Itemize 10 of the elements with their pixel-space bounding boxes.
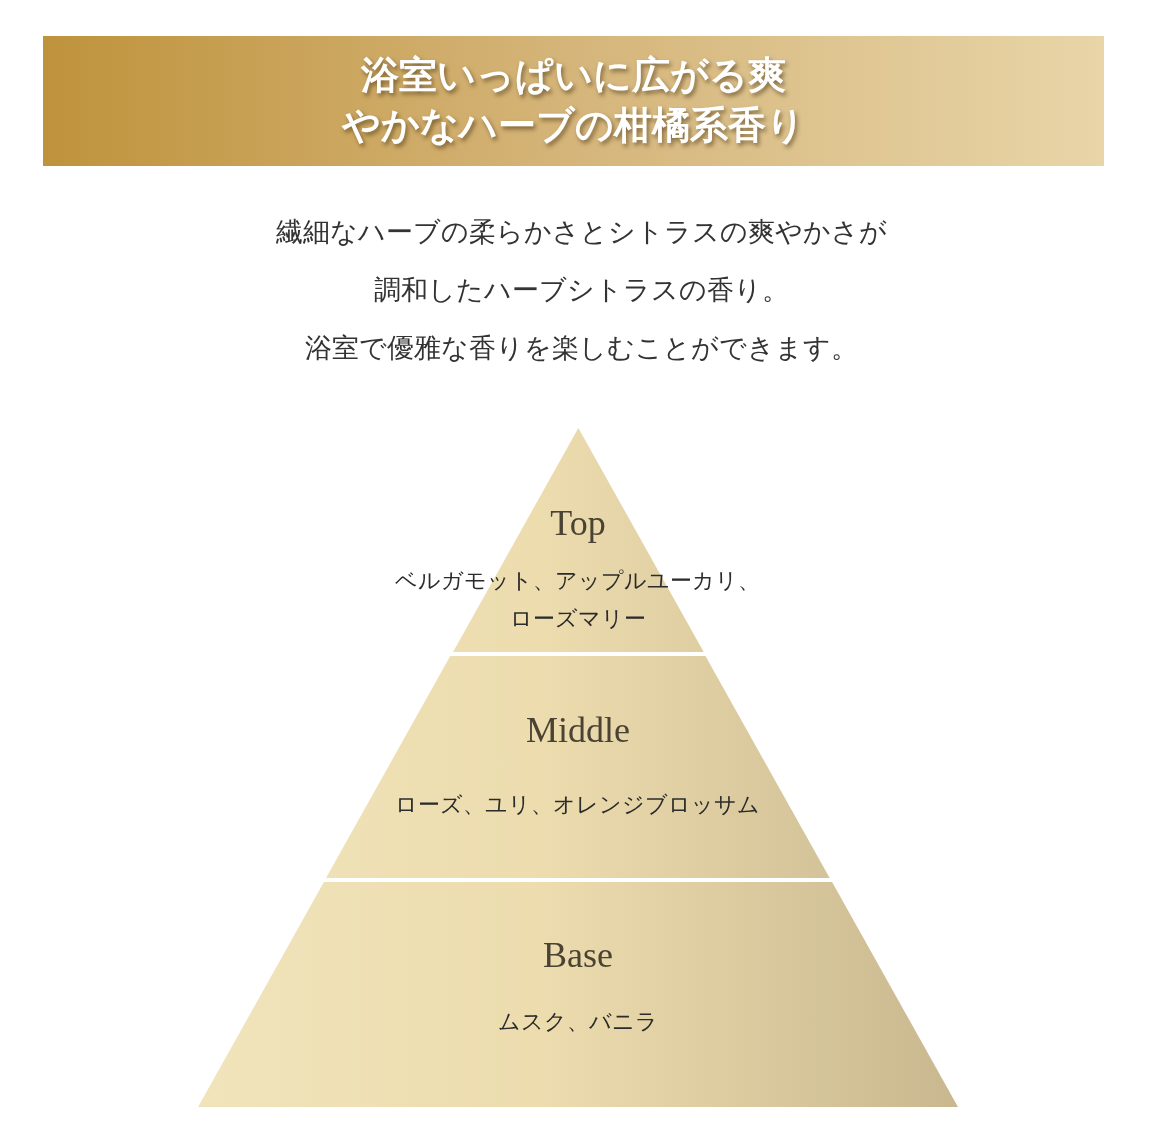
note-list: ローズ、ユリ、オレンジブロッサム <box>368 786 788 824</box>
description-text: 繊細なハーブの柔らかさとシトラスの爽やかさが <box>275 215 888 249</box>
note-list: ムスク、バニラ <box>368 1003 788 1041</box>
title-text: 浴室いっぱいに広がる爽やかなハーブの柑橘系香り <box>340 51 806 149</box>
tier-heading: Middle <box>526 710 630 750</box>
description-text: 調和したハーブシトラスの香り。 <box>373 273 790 307</box>
description-text: 浴室で優雅な香りを楽しむことができます。 <box>304 331 859 365</box>
tier-heading: Base <box>543 935 613 975</box>
tier-heading: Top <box>550 503 606 543</box>
note-list: ベルガモット、アップルユーカリ、ローズマリー <box>388 562 768 638</box>
